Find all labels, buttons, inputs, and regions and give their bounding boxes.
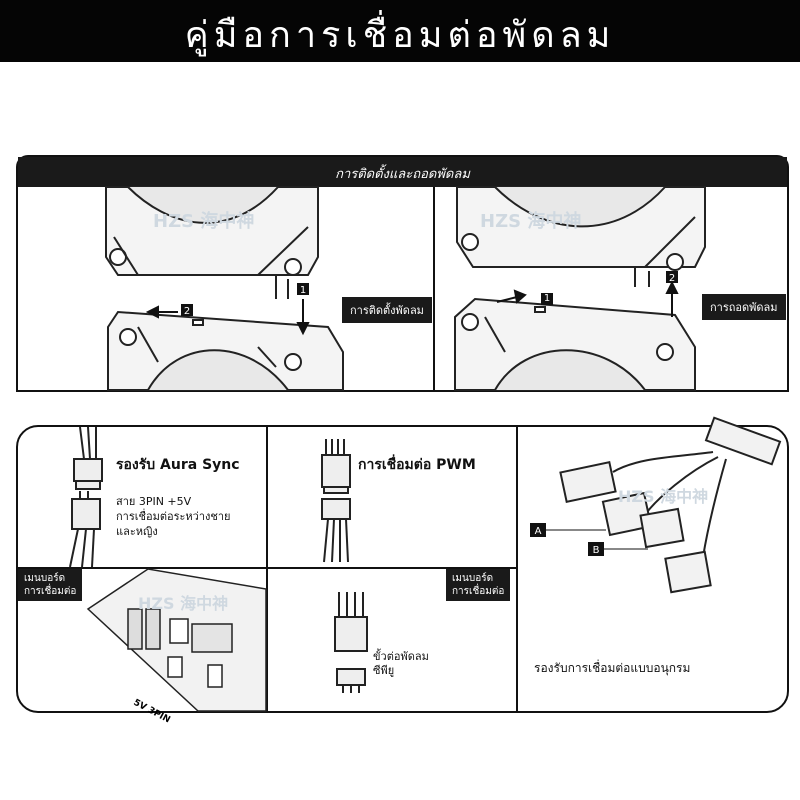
serial-cable-illustration: A B HZS 海中神 — [530, 416, 782, 594]
header-bar: คู่มือการเชื่อมต่อพัดลม — [0, 0, 800, 62]
cpu-fan-connector-illustration — [334, 592, 368, 693]
cpu-fan-label-1: ขั้วต่อพัดลม — [373, 650, 429, 663]
pwm-title: การเชื่อมต่อ PWM — [358, 457, 476, 473]
fan-install-illustration: 2 1 HZS 海中神 — [105, 186, 344, 391]
serial-label-b: B — [593, 545, 600, 556]
install-fan-tag: การติดตั้งพัดลม — [342, 297, 432, 323]
board-5v-3pin-label: 5V 3PIN — [132, 698, 172, 726]
aura-connector-illustration — [69, 426, 103, 568]
install-panel-header: การติดตั้งและถอดพัดลม — [18, 157, 787, 187]
aura-desc-1: สาย 3PIN +5V — [116, 495, 192, 508]
watermark-left: HZS 海中神 — [153, 210, 254, 232]
motherboard-tag-right-line2: การเชื่อมต่อ — [452, 586, 505, 597]
serial-label-a: A — [535, 526, 542, 537]
motherboard-tag-right-line1: เมนบอร์ด — [452, 573, 494, 584]
page-title: คู่มือการเชื่อมต่อพัดลม — [184, 15, 616, 56]
install-step-2: 2 — [184, 306, 190, 317]
motherboard-tag-left: เมนบอร์ด การเชื่อมต่อ — [18, 569, 83, 601]
divider-h-left — [18, 567, 516, 569]
motherboard-tag-left-line2: การเชื่อมต่อ — [24, 586, 77, 597]
motherboard-tag-right: เมนบอร์ด การเชื่อมต่อ — [446, 569, 511, 601]
motherboard-illustration: 5V 3PIN HZS 海中神 — [86, 568, 267, 725]
serial-support-text: รองรับการเชื่อมต่อแบบอนุกรม — [534, 661, 691, 675]
install-panel-title: การติดตั้งและถอดพัดลม — [335, 167, 470, 182]
install-divider — [433, 187, 435, 390]
cpu-fan-label-2: ซีพียู — [373, 664, 395, 677]
connection-panel: รองรับ Aura Sync สาย 3PIN +5V การเชื่อมต… — [16, 416, 789, 725]
install-step-1: 1 — [300, 285, 306, 296]
pwm-connector-illustration — [321, 439, 351, 563]
remove-step-1: 1 — [544, 293, 550, 304]
watermark-right: HZS 海中神 — [480, 210, 581, 232]
motherboard-tag-left-line1: เมนบอร์ด — [24, 573, 66, 584]
divider-v1 — [266, 427, 268, 711]
fan-remove-illustration: 1 2 HZS 海中神 — [454, 186, 706, 391]
aura-sync-title: รองรับ Aura Sync — [116, 457, 240, 473]
divider-v2 — [516, 427, 518, 711]
watermark-board: HZS 海中神 — [138, 594, 228, 613]
aura-desc-2: การเชื่อมต่อระหว่างชาย — [116, 510, 231, 523]
aura-desc-3: และหญิง — [116, 525, 158, 538]
install-panel: การติดตั้งและถอดพัดลม — [16, 155, 789, 392]
remove-fan-tag: การถอดพัดลม — [702, 294, 786, 320]
watermark-serial: HZS 海中神 — [618, 487, 708, 506]
remove-step-2: 2 — [669, 273, 675, 284]
